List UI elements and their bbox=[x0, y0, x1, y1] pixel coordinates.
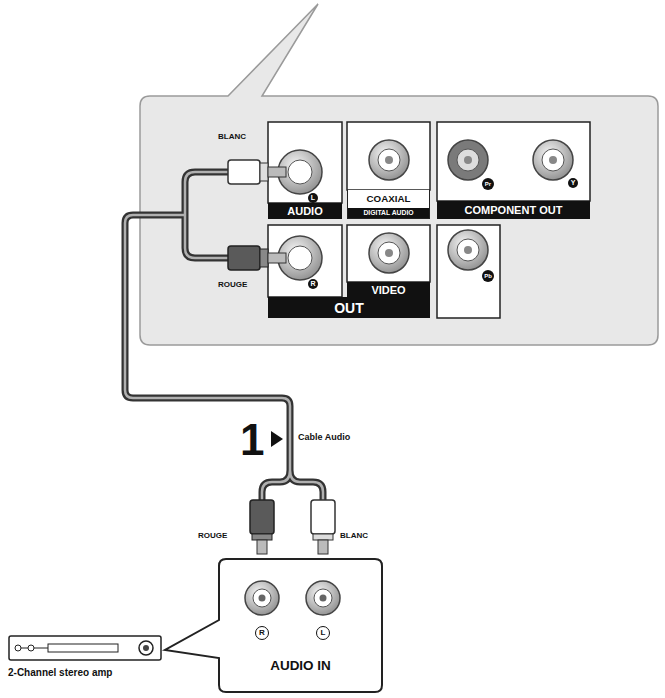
component-marker: Pb bbox=[482, 270, 494, 282]
step-number: 1 bbox=[240, 416, 264, 464]
node-title: 2-Channel stereo amp bbox=[8, 667, 112, 678]
node-title: OUT bbox=[334, 300, 364, 316]
audio-cable bbox=[125, 172, 323, 500]
amp-outline bbox=[8, 633, 163, 663]
cable-name: Cable Audio bbox=[298, 433, 350, 443]
jack-area bbox=[268, 225, 342, 297]
color-label: ROUGE bbox=[198, 532, 227, 541]
rca-plugs bbox=[228, 160, 335, 554]
step-arrow bbox=[271, 431, 283, 447]
jack-area bbox=[347, 122, 430, 190]
color-label: BLANC bbox=[340, 532, 368, 541]
component-marker: Pr bbox=[482, 178, 494, 190]
node-title: AUDIO IN bbox=[218, 658, 383, 673]
jack-area bbox=[347, 225, 430, 282]
node-title: AUDIO bbox=[287, 205, 322, 217]
rca-jacks bbox=[278, 140, 573, 280]
port-label-band: VIDEO bbox=[347, 282, 430, 297]
node-title: VIDEO bbox=[371, 284, 405, 296]
jack-area bbox=[437, 122, 590, 201]
channel-marker: R bbox=[308, 279, 318, 289]
port-label-band: AUDIO bbox=[268, 203, 342, 219]
channel-marker: R bbox=[255, 626, 269, 640]
component-marker: Y bbox=[568, 178, 578, 188]
port-group-band: OUT bbox=[268, 297, 430, 318]
jack-area bbox=[437, 225, 500, 318]
port-label-band: COMPONENT OUT bbox=[437, 201, 590, 219]
stereo-amp: 2-Channel stereo amp bbox=[8, 633, 163, 685]
channel-marker: L bbox=[308, 193, 318, 203]
color-label: BLANC bbox=[218, 133, 246, 142]
node-title: COMPONENT OUT bbox=[465, 204, 563, 216]
node-subtitle: DIGITAL AUDIO bbox=[348, 208, 429, 218]
channel-marker: L bbox=[316, 626, 330, 640]
color-label: ROUGE bbox=[218, 281, 247, 290]
node-title: COAXIAL bbox=[348, 190, 429, 208]
jack-area bbox=[268, 122, 342, 203]
port-label-box: COAXIALDIGITAL AUDIO bbox=[347, 190, 430, 219]
amp-input-callout: AUDIO IN bbox=[218, 558, 383, 693]
